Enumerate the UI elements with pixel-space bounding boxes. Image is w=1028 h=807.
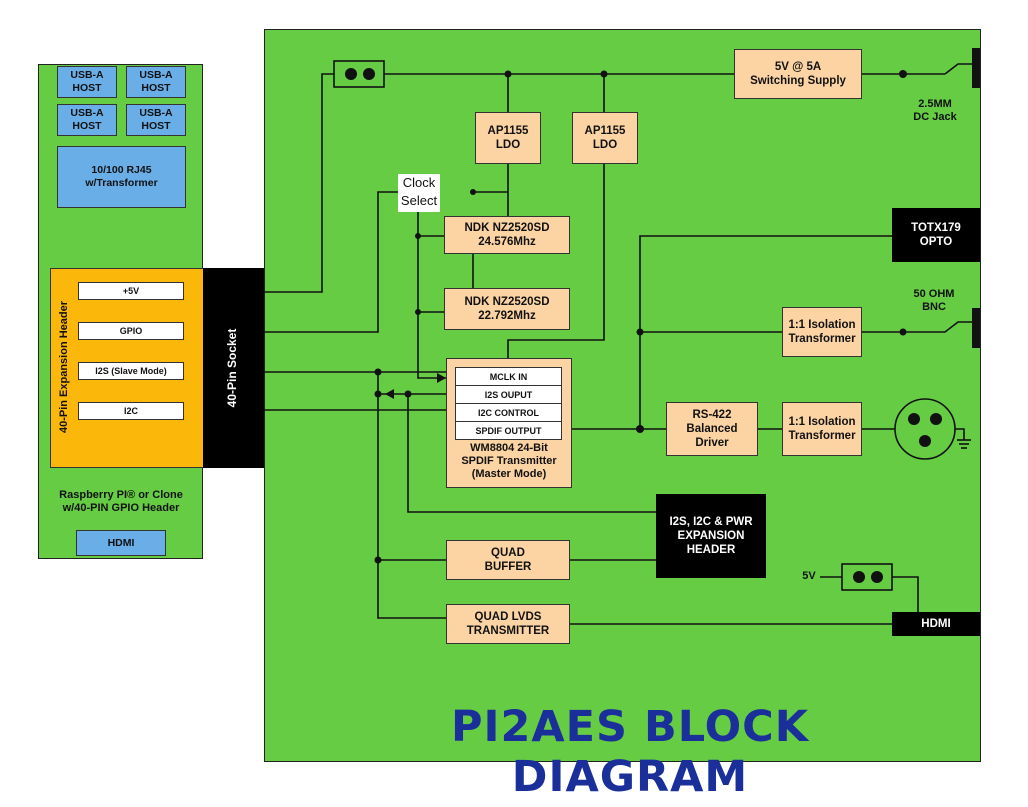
ethernet-port: 10/100 RJ45 w/Transformer (57, 146, 186, 208)
switching-supply: 5V @ 5A Switching Supply (734, 49, 862, 99)
toslink-opto: TOTX179 OPTO (892, 208, 980, 262)
isolation-transformer-1: 1:1 Isolation Transformer (782, 307, 862, 357)
wm8804-pin-i2c: I2C CONTROL (455, 403, 562, 422)
wm8804-caption: WM8804 24-Bit SPDIF Transmitter (Master … (461, 442, 557, 480)
usb-port-1: USB-A HOST (57, 66, 117, 98)
usb-port-3: USB-A HOST (57, 104, 117, 136)
pin-i2s: I2S (Slave Mode) (78, 362, 184, 380)
pi-caption: Raspberry PI® or Clone w/40-PIN GPIO Hea… (59, 489, 183, 514)
isolation-transformer-2: 1:1 Isolation Transformer (782, 402, 862, 456)
wm8804-pin-mclk: MCLK IN (455, 367, 562, 386)
usb-port-2: USB-A HOST (126, 66, 186, 98)
diagram-title: PI2AES BLOCK DIAGRAM (450, 702, 810, 802)
hdmi-output: HDMI (892, 612, 980, 636)
ldo-1: AP1155 LDO (475, 112, 541, 164)
rs422-driver: RS-422 Balanced Driver (666, 402, 758, 456)
pin-5v: +5V (78, 282, 184, 300)
pin-i2c: I2C (78, 402, 184, 420)
usb-port-4: USB-A HOST (126, 104, 186, 136)
clock-select-label: Clock Select (398, 174, 440, 212)
ldo-2: AP1155 LDO (572, 112, 638, 164)
five-v-label: 5V (802, 570, 816, 582)
wm8804-pin-spdif: SPDIF OUTPUT (455, 421, 562, 440)
quad-buffer: QUAD BUFFER (446, 540, 570, 580)
oscillator-22-792: NDK NZ2520SD 22.792Mhz (444, 288, 570, 330)
expansion-header-out: I2S, I2C & PWR EXPANSION HEADER (656, 494, 766, 578)
dc-jack-label: 2.5MM DC Jack (913, 98, 957, 123)
wm8804-pin-i2s: I2S OUPUT (455, 385, 562, 404)
quad-lvds-transmitter: QUAD LVDS TRANSMITTER (446, 604, 570, 644)
bnc-label: 50 OHM BNC (913, 288, 955, 313)
pi-hdmi-port: HDMI (76, 530, 166, 556)
oscillator-24-576: NDK NZ2520SD 24.576Mhz (444, 216, 570, 254)
forty-pin-socket (203, 268, 264, 468)
pin-gpio: GPIO (78, 322, 184, 340)
